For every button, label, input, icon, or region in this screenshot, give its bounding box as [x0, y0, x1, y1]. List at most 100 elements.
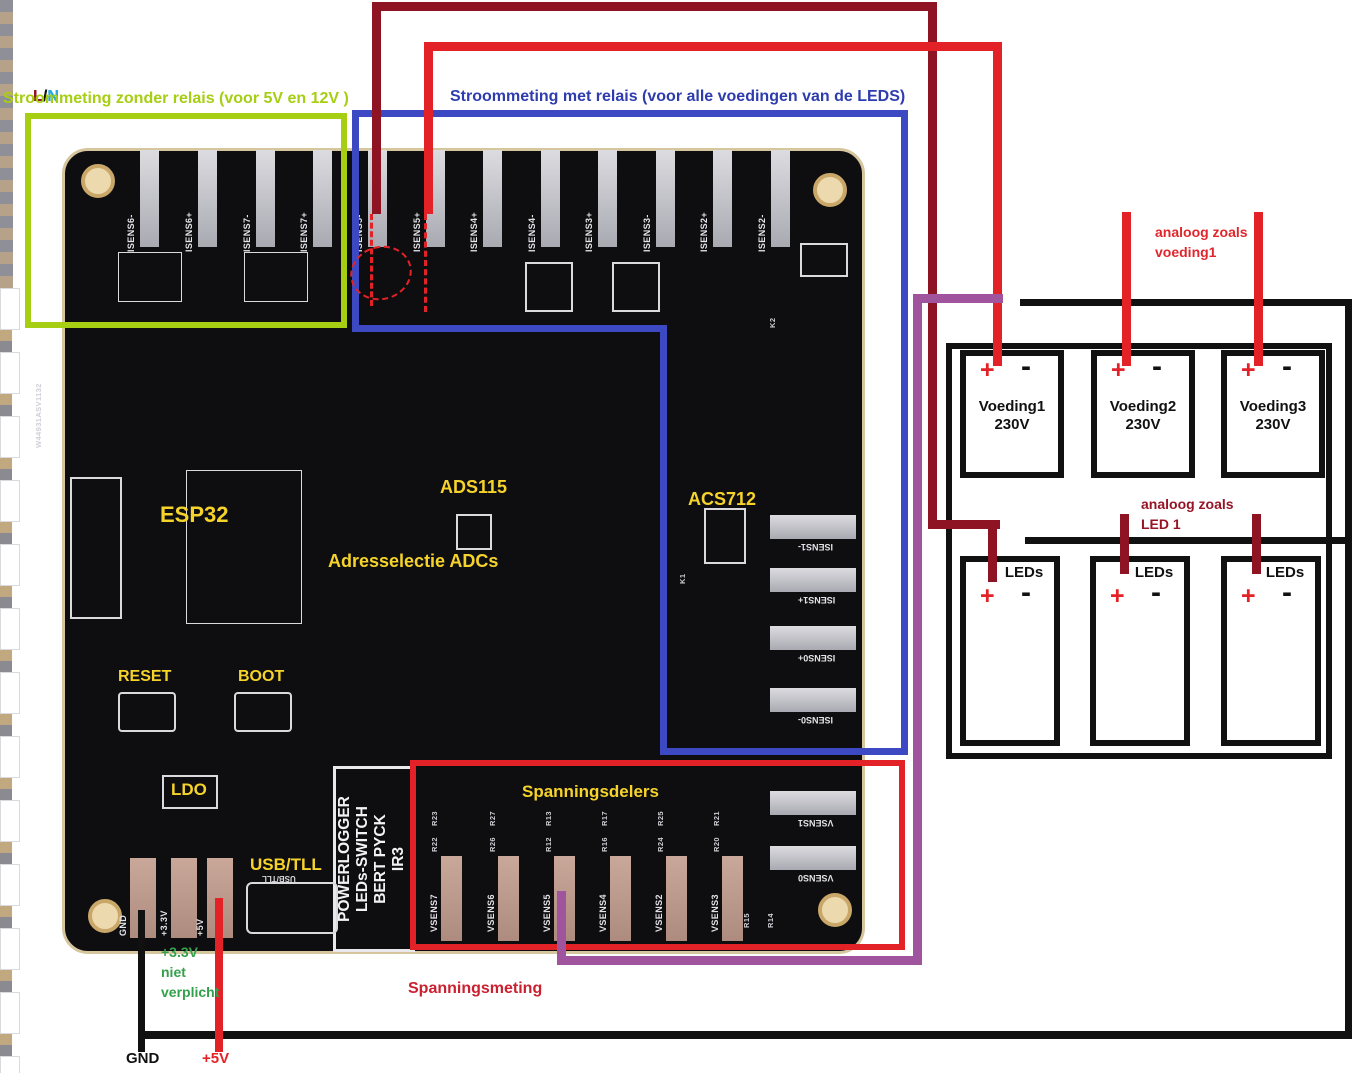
adc-jumper: [0, 1056, 20, 1073]
mounting-hole: [88, 899, 122, 933]
wire-darkred-top: [372, 2, 937, 11]
leds-box: LEDs+-: [960, 556, 1060, 746]
ic-outline: [800, 243, 848, 277]
v33-note: niet: [161, 964, 186, 980]
plus5v-label: +5V: [202, 1050, 230, 1067]
mounting-hole: [81, 164, 115, 198]
gnd-label: GND: [126, 1050, 160, 1067]
adc-jumper-pad: [0, 853, 12, 864]
resistor-pad: [0, 204, 13, 216]
blue-region-box: [660, 748, 908, 755]
resistor-pad: [0, 180, 13, 192]
adc-jumper-pad: [0, 970, 12, 981]
esp32-module-outline: [186, 470, 302, 624]
usb-header-outline: [246, 882, 338, 934]
esp32-antenna-outline: [70, 477, 122, 619]
voeding-name: Voeding3: [1239, 398, 1307, 415]
right-edge-pad: [770, 515, 856, 539]
power-pad-label: +5V: [195, 918, 205, 936]
adc-jumper-pad: [0, 458, 12, 469]
leds-minus-terminal: -: [1282, 576, 1292, 609]
usb-tll-label: USB/TLL: [250, 855, 322, 874]
voeding-volt: 230V: [1255, 416, 1291, 433]
resistor-pad: [0, 192, 13, 204]
adc-jumper-pad: [0, 778, 12, 789]
right-edge-pad: [770, 688, 856, 712]
power-pad-label: GND: [118, 914, 128, 936]
green-title: Stroommeting zonder relais (voor 5V en 1…: [3, 90, 349, 107]
voeding-ln-slash: /: [42, 88, 48, 105]
isens-top-pad: [541, 150, 560, 247]
blue-region-box: [352, 110, 908, 117]
power-pad: [171, 858, 197, 938]
spanningsmeting-title: Spanningsmeting: [408, 980, 543, 997]
voeding-ln-n: N: [47, 88, 59, 105]
esp32-label: ESP32: [160, 502, 229, 527]
resistor-pad: [0, 216, 13, 228]
voeding-ln-slash: /: [42, 88, 48, 105]
leds-label: LEDs: [1134, 564, 1174, 581]
leds-plus-terminal: +: [1110, 582, 1125, 610]
wire-darkred-left-drop: [372, 2, 381, 214]
wire-right-return: [1345, 299, 1352, 1039]
voeding-ln: L/N: [0, 88, 92, 106]
right-edge-pad-label: ISENS1-: [798, 542, 834, 552]
wire-darkred-led3-stub: [1252, 514, 1261, 574]
adc-jumper-pad: [0, 522, 12, 533]
wire-led-minus-bus: [1025, 537, 1352, 544]
boot-label: BOOT: [238, 668, 285, 685]
adc-jumper: [0, 416, 20, 458]
adc-jumper-pad: [0, 661, 12, 672]
reset-label: RESET: [118, 668, 172, 685]
resistor-pad: [0, 96, 13, 108]
adc-jumper: [0, 864, 20, 906]
isens-top-pad-label: ISENS4-: [527, 214, 537, 252]
relay-outline: [525, 262, 573, 312]
adc-jumper: [0, 480, 20, 522]
right-edge-pad: [770, 846, 856, 870]
ads115-outline: [456, 514, 492, 550]
ads115-label: ADS115: [440, 477, 508, 497]
acs712-label: ACS712: [688, 489, 757, 509]
adc-jumper-pad: [0, 650, 12, 661]
adc-jumper: [0, 608, 20, 650]
right-edge-pad: [770, 568, 856, 592]
wire-purple-riser: [913, 298, 922, 965]
mounting-hole: [818, 893, 852, 927]
red-region-box: [410, 760, 905, 950]
adc-jumper-pad: [0, 725, 12, 736]
isens-top-pad: [198, 150, 217, 247]
soic-outline: [244, 252, 308, 302]
adc-jumper-pad: [0, 842, 12, 853]
adc-jumper-pad: [0, 341, 12, 352]
button-outline: [118, 692, 176, 732]
wire-red-left-drop: [424, 42, 433, 214]
voeding-ln-n: N: [47, 88, 59, 105]
wire-bottom-gnd-bus: [138, 1031, 1352, 1039]
voeding-plus-terminal: +: [1111, 356, 1126, 384]
wire-red-voeding2: [1122, 212, 1131, 366]
adc-jumper: [0, 288, 20, 330]
analog-led-note: analoog zoals: [1141, 496, 1234, 512]
resistor-pad: [0, 48, 13, 60]
adc-jumper-pad: [0, 981, 12, 992]
wire-darkred-led2-stub: [1120, 514, 1129, 574]
resistor-pad: [0, 156, 13, 168]
adc-jumper-pad: [0, 1045, 12, 1056]
wire-darkred-elbow: [928, 520, 1000, 529]
vsens-pad: [610, 856, 631, 941]
adc-jumper-pad: [0, 1034, 12, 1045]
v33-note: verplicht: [161, 984, 220, 1000]
board-name-line: LEDs-SWITCH: [354, 806, 371, 912]
voeding-minus-terminal: -: [1282, 350, 1292, 383]
acs712-outline: [704, 508, 746, 564]
button-outline: [234, 692, 292, 732]
isens-top-pad: [771, 150, 790, 247]
isens-top-pad: [483, 150, 502, 247]
isens-top-pad: [656, 150, 675, 247]
analog-led-note: LED 1: [1141, 516, 1181, 532]
voeding-ln-slash: /: [42, 88, 48, 105]
